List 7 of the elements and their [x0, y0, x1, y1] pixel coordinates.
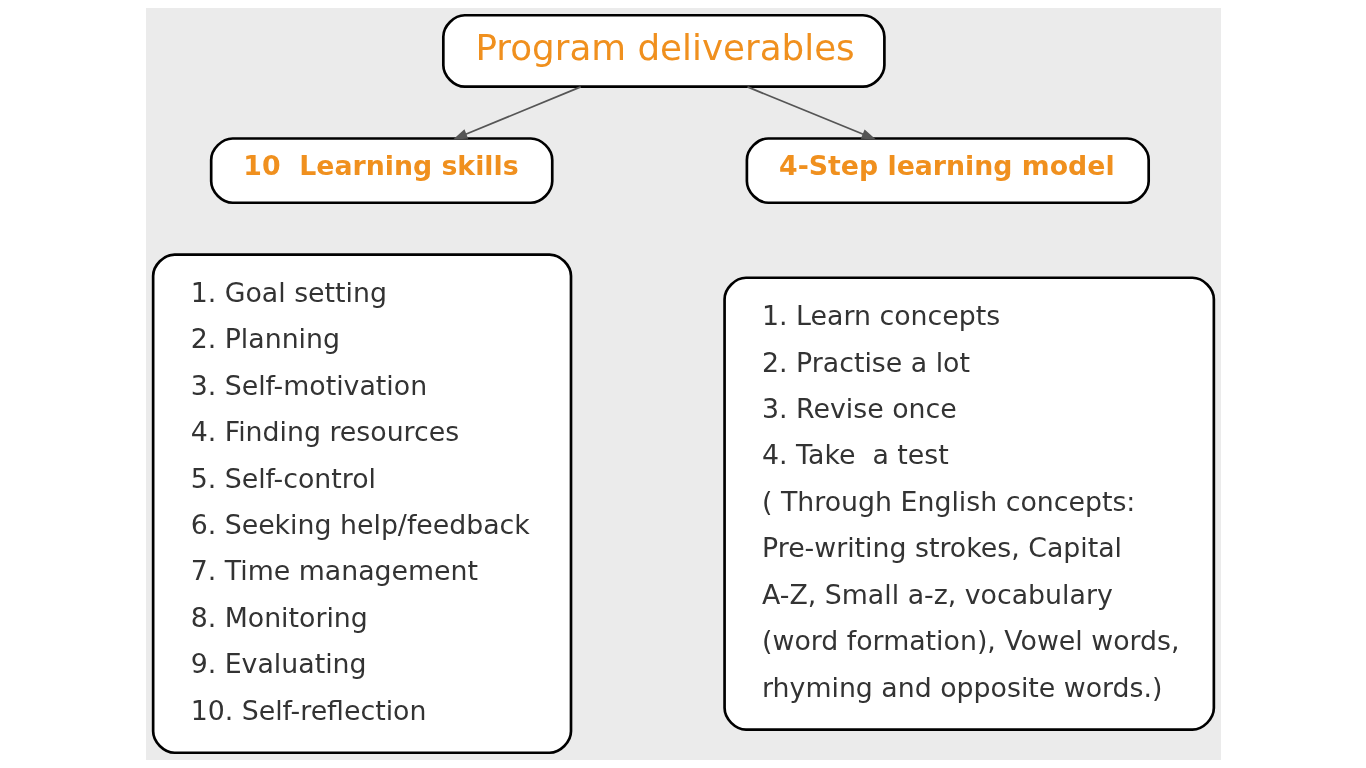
- node-box: Program deliverables: [441, 13, 886, 89]
- node-box: 1. Goal setting 2. Planning 3. Self-motivation 4. Finding resources 5. Self-control 6. Seeking help/feedback 7. Time management 8. Monitoring 9. Evaluating 10. Self-reflection: [151, 253, 572, 755]
- node-box: 1. Learn concepts 2. Practise a lot 3. Revise once 4. Take a test ( Through English concepts: Pre-writing strokes, Capital A-Z, Small a-z, vocabulary (word formation), Vowel words, rhyming and opposite words.): [722, 276, 1215, 731]
- node-box: 10 Learning skills: [209, 137, 554, 205]
- arrow: [452, 86, 582, 140]
- node-box: 4-Step learning model: [745, 137, 1150, 205]
- arrow: [746, 86, 876, 140]
